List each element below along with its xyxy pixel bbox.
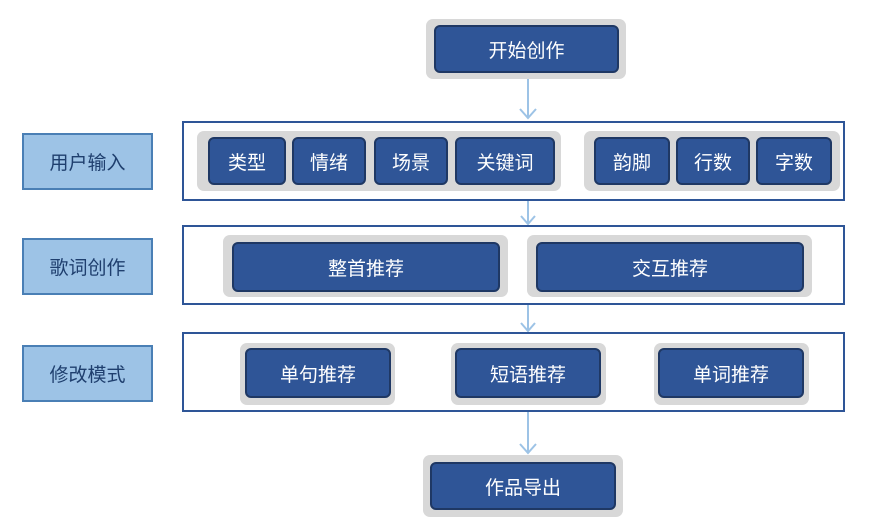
arrow-modify-to-export [519, 412, 537, 455]
row-label-user-input: 用户输入 [22, 133, 153, 190]
interactive-recommend-button[interactable]: 交互推荐 [536, 242, 804, 292]
start-node[interactable]: 开始创作 [434, 25, 619, 73]
option-chars-button[interactable]: 字数 [756, 137, 832, 185]
sentence-recommend-button[interactable]: 单句推荐 [245, 348, 391, 398]
row-label-lyric-creation: 歌词创作 [22, 238, 153, 295]
word-recommend-button[interactable]: 单词推荐 [658, 348, 804, 398]
option-type-button[interactable]: 类型 [208, 137, 286, 185]
row-label-edit-mode: 修改模式 [22, 345, 153, 402]
arrow-input-to-compose [520, 201, 536, 225]
option-rhyme-button[interactable]: 韵脚 [594, 137, 670, 185]
full-song-recommend-button[interactable]: 整首推荐 [232, 242, 500, 292]
export-node[interactable]: 作品导出 [430, 462, 616, 510]
arrow-compose-to-modify [520, 305, 536, 332]
option-scene-button[interactable]: 场景 [374, 137, 448, 185]
option-emotion-button[interactable]: 情绪 [292, 137, 366, 185]
option-keyword-button[interactable]: 关键词 [455, 137, 555, 185]
option-lines-button[interactable]: 行数 [676, 137, 750, 185]
phrase-recommend-button[interactable]: 短语推荐 [455, 348, 601, 398]
arrow-start-to-input [519, 79, 537, 120]
